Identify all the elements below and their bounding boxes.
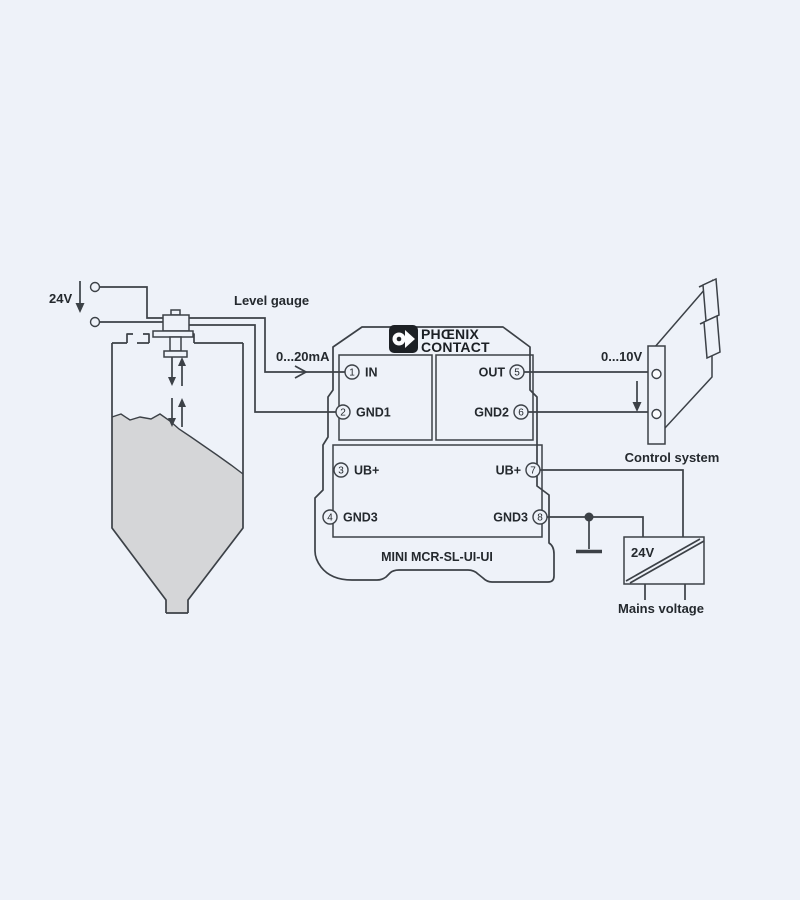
terminal-label: GND3: [343, 511, 378, 525]
tank: [111, 333, 244, 614]
bracket-hole: [651, 368, 662, 380]
terminal-number: 3: [338, 466, 344, 477]
tank-wall-left: [111, 343, 167, 613]
phoenix-logo-arrow: [405, 330, 415, 348]
psu-voltage-label: 24V: [631, 545, 654, 560]
output-signal-wires: 0...10V: [524, 349, 648, 413]
output-down-arrow-icon: [632, 381, 642, 412]
wire-gnd3: [547, 516, 644, 537]
board-connector: [703, 314, 721, 360]
terminal-6: 6 GND2: [474, 404, 529, 420]
terminal-1: 1 IN: [344, 364, 378, 380]
module-supply-block: [332, 444, 543, 538]
signal-arrow-icon: [294, 365, 308, 379]
module-output-block: [435, 354, 534, 441]
bracket-hole: [651, 408, 662, 420]
sensor-flange: [152, 330, 194, 338]
sensor-horn: [163, 350, 188, 358]
echo-down-arrow-icon: [168, 398, 176, 427]
output-signal-label: 0...10V: [601, 349, 643, 364]
terminal-number: 1: [349, 368, 355, 379]
terminal-number: 5: [514, 368, 520, 379]
input-signal-wires: 0...20mA: [189, 317, 345, 413]
terminal-number: 6: [518, 408, 524, 419]
terminal-5: 5 OUT: [479, 364, 525, 380]
terminal-label: GND2: [474, 406, 509, 420]
mains-voltage-label: Mains voltage: [618, 601, 704, 616]
level-sensor: [152, 309, 194, 358]
wire-ub: [540, 469, 684, 537]
level-gauge-label: Level gauge: [234, 293, 309, 308]
terminal-label: GND1: [356, 406, 391, 420]
psu-leads: [644, 584, 686, 600]
terminal-number: 8: [537, 513, 543, 524]
tank-wall-right: [187, 343, 244, 613]
supply-terminal-circle: [89, 281, 101, 293]
power-supply-unit: 24V Mains voltage: [618, 536, 705, 616]
sensor-stem: [169, 336, 182, 352]
module-model-label: MINI MCR-SL-UI-UI: [381, 550, 493, 564]
brand-line1: PHŒNIX: [421, 326, 479, 342]
control-system: Control system: [625, 277, 721, 465]
supply-voltage-label: 24V: [49, 291, 72, 306]
phoenix-logo: PHŒNIX CONTACT: [389, 325, 490, 355]
signal-wire-gnd: [189, 324, 336, 413]
terminal-label: IN: [365, 366, 378, 380]
supply-terminal-circle: [89, 316, 101, 328]
echo-up-arrow-icon: [178, 398, 186, 427]
junction-dot: [584, 512, 594, 522]
terminal-number: 4: [327, 513, 333, 524]
terminal-label: UB+: [354, 464, 379, 478]
terminal-7: 7 UB+: [496, 462, 541, 478]
ground-icon: [576, 521, 602, 554]
module: PHŒNIX CONTACT 1 IN 2 GND1 3 UB+ 4 GND3 …: [314, 325, 555, 583]
supply-down-arrow-icon: [75, 281, 85, 313]
supply-wire-plus: [99, 286, 163, 319]
input-signal-label: 0...20mA: [276, 349, 330, 364]
terminal-label: GND3: [493, 511, 528, 525]
phoenix-logo-dot: [396, 336, 402, 342]
echo-down-arrow-icon: [168, 357, 176, 386]
psu-diagonal: [625, 538, 705, 584]
terminal-label: OUT: [479, 366, 506, 380]
module-outline: [314, 326, 555, 583]
terminal-2: 2 GND1: [335, 404, 391, 420]
sensor-head: [162, 314, 190, 332]
terminal-3: 3 UB+: [333, 462, 379, 478]
board-connector: [702, 277, 720, 323]
sensor-supply: 24V: [49, 281, 163, 328]
control-system-label: Control system: [625, 450, 720, 465]
terminal-8: 8 GND3: [493, 509, 548, 525]
brand-line2: CONTACT: [421, 339, 490, 355]
module-supply-wiring: [540, 469, 684, 554]
terminal-number: 2: [340, 408, 346, 419]
module-input-block: [338, 354, 433, 441]
control-bracket: [647, 345, 666, 445]
terminal-label: UB+: [496, 464, 521, 478]
tank-fill: [112, 414, 243, 613]
terminal-4: 4 GND3: [322, 509, 378, 525]
terminal-number: 7: [530, 466, 536, 477]
echo-up-arrow-icon: [178, 357, 186, 386]
